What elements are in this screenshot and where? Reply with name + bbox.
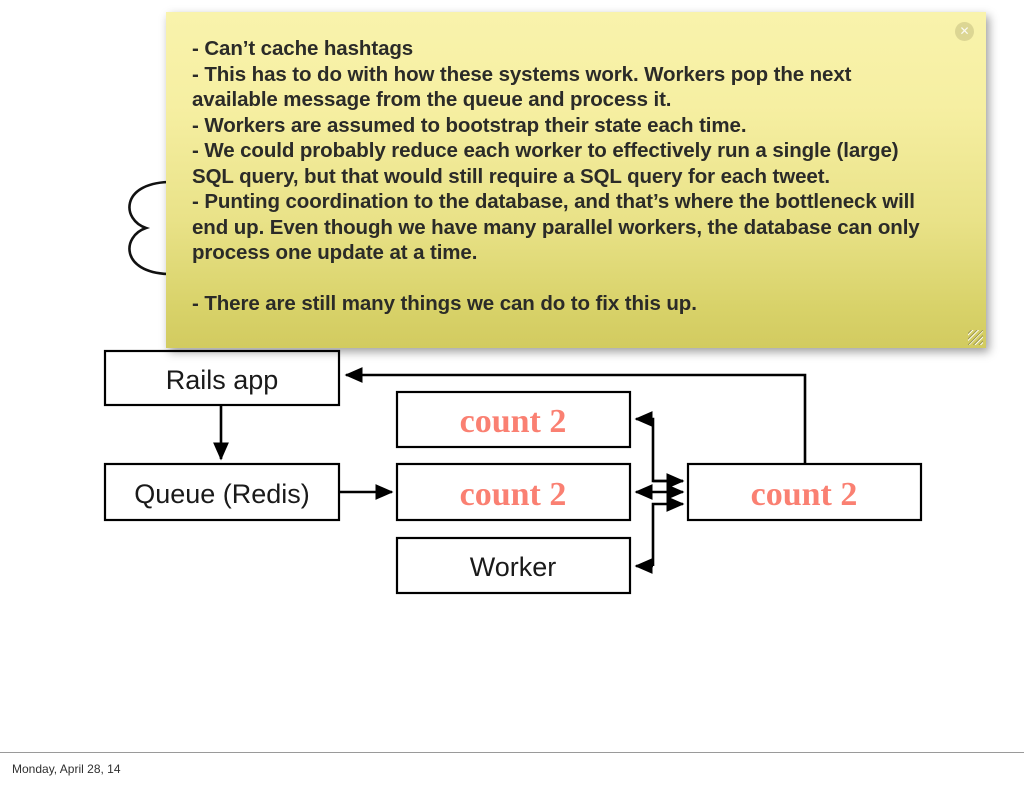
curly-brace-decoration	[128, 180, 169, 276]
slide-footer: Monday, April 28, 14	[0, 752, 1024, 788]
connector-database-to-rails	[344, 366, 807, 464]
box-worker-top: count 2	[395, 390, 632, 449]
box-rails-app: Rails app	[103, 349, 341, 407]
box-queue-redis: Queue (Redis)	[103, 462, 341, 522]
connector-worker-bottom-to-database	[651, 495, 685, 566]
box-label-worker-middle: count 2	[460, 476, 567, 513]
resize-handle-icon[interactable]	[968, 330, 983, 345]
close-icon[interactable]: ✕	[955, 22, 974, 41]
sticky-note-text: - Can’t cache hashtags - This has to do …	[192, 37, 920, 315]
box-label-worker-bottom: Worker	[470, 552, 557, 582]
box-database: count 2	[686, 462, 923, 522]
box-worker-bottom: Worker	[395, 536, 632, 595]
box-label-queue-redis: Queue (Redis)	[134, 479, 310, 509]
box-worker-middle: count 2	[395, 462, 632, 522]
box-label-worker-top: count 2	[460, 403, 567, 440]
box-label-database: count 2	[751, 476, 858, 513]
box-label-rails-app: Rails app	[166, 365, 279, 395]
architecture-diagram: Rails app Queue (Redis) count 2 count 2 …	[103, 180, 923, 595]
sticky-note[interactable]: - Can’t cache hashtags - This has to do …	[166, 12, 986, 348]
footer-date: Monday, April 28, 14	[12, 762, 121, 776]
connector-database-to-worker-top	[634, 410, 683, 483]
slide-canvas: Rails app Queue (Redis) count 2 count 2 …	[103, 12, 986, 595]
